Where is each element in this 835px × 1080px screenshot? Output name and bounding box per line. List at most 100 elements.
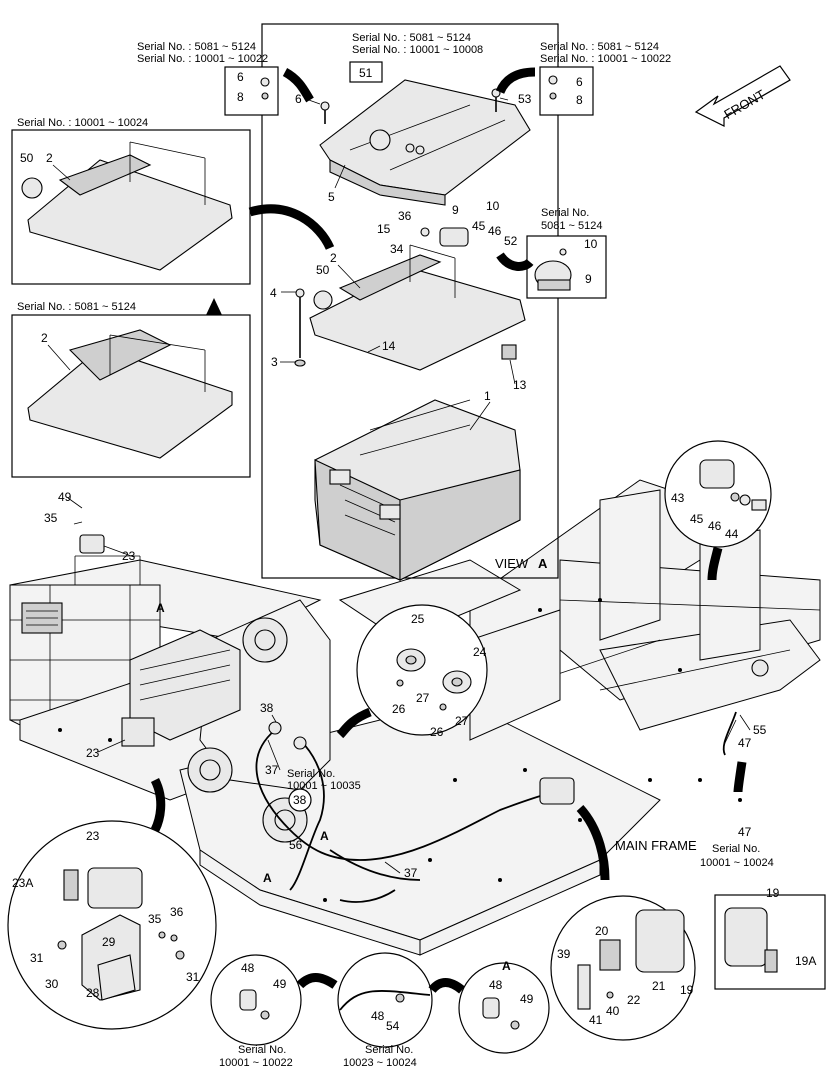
callout-38-lower: 38 (293, 793, 307, 807)
callout-43: 43 (671, 491, 685, 505)
callout-56: 56 (289, 838, 303, 852)
callout-13: 13 (513, 378, 527, 392)
callout-10-view: 10 (486, 199, 500, 213)
callout-38-circle-marker (288, 788, 312, 812)
part-callouts: 1 2 2 2 3 4 5 6 6 6 8 8 9 9 10 10 13 14 … (12, 66, 816, 1033)
callout-48-mid: 48 (371, 1009, 385, 1023)
callout-46-circle: 46 (708, 519, 722, 533)
serial-top-left-1: Serial No. : 5081 ~ 5124 (137, 41, 256, 53)
leader-lines (47, 97, 751, 874)
serial-top-right-2: Serial No. : 10001 ~ 10022 (540, 53, 671, 65)
serial-bracket-upper: Serial No. : 10001 ~ 10024 (17, 117, 148, 129)
callout-49-left: 49 (273, 977, 287, 991)
callout-20: 20 (595, 924, 609, 938)
clamp-circle-right (458, 962, 550, 1054)
callout-44: 44 (725, 527, 739, 541)
callout-3: 3 (271, 355, 278, 369)
washer-tank-box (714, 894, 826, 990)
view-a-panel (261, 23, 559, 581)
callout-a-clamp: A (502, 959, 511, 973)
callout-1: 1 (484, 389, 491, 403)
serial-clamp-mid-1: Serial No. (365, 1044, 413, 1056)
callout-2-lower: 2 (41, 331, 48, 345)
tank-detail-circle (550, 895, 696, 1041)
callout-23-circle: 23 (86, 829, 100, 843)
clamp-circle-mid (337, 952, 433, 1048)
callout-27-b: 27 (455, 714, 469, 728)
serial-clamp-mid-2: 10023 ~ 10024 (343, 1057, 417, 1069)
callout-47-frame: 47 (738, 736, 752, 750)
leader-arcs (150, 67, 747, 994)
callout-6-left: 6 (237, 70, 244, 84)
serial-sensor-2: 10001 ~ 10024 (700, 857, 774, 869)
callout-26-b: 26 (430, 725, 444, 739)
callout-26-a: 26 (392, 702, 406, 716)
serial-top-left-2: Serial No. : 10001 ~ 10022 (137, 53, 268, 65)
horn-detail-circle (356, 604, 488, 736)
view-letter: A (538, 556, 548, 571)
serial-horn-2: 10001 ~ 10035 (287, 780, 361, 792)
callout-39: 39 (557, 947, 571, 961)
callout-24: 24 (473, 645, 487, 659)
view-title: VIEW (495, 556, 529, 571)
callout-36-circle: 36 (170, 905, 184, 919)
callout-52: 52 (504, 234, 518, 248)
callout-35-circle: 35 (148, 912, 162, 926)
callout-31-left: 31 (30, 951, 44, 965)
callout-29: 29 (102, 935, 116, 949)
callout-49-right: 49 (520, 992, 534, 1006)
callout-38-upper: 38 (260, 701, 274, 715)
pointer-triangle-icon (206, 298, 222, 315)
front-arrow-icon (694, 65, 791, 127)
callout-21: 21 (652, 979, 666, 993)
callout-22: 22 (627, 993, 641, 1007)
callout-46-view: 46 (488, 224, 502, 238)
callout-23a: 23A (12, 876, 33, 890)
serial-bracket-lower: Serial No. : 5081 ~ 5124 (17, 301, 136, 313)
callout-2-upper: 2 (46, 151, 53, 165)
part-51-box (349, 61, 383, 83)
callout-53: 53 (518, 92, 532, 106)
callout-9-relay: 9 (585, 272, 592, 286)
callout-55: 55 (753, 723, 767, 737)
callout-51: 51 (359, 66, 373, 80)
lamp-detail-circle (7, 820, 217, 1030)
callout-49-upper: 49 (58, 490, 72, 504)
sensor-detail-circle (664, 440, 772, 548)
callout-41: 41 (589, 1013, 603, 1027)
serial-clamp-left-2: 10001 ~ 10022 (219, 1057, 293, 1069)
serial-relay-2: 5081 ~ 5124 (541, 220, 602, 232)
callout-19-circle: 19 (680, 983, 694, 997)
callout-2-view: 2 (330, 251, 337, 265)
relay-inset (526, 235, 607, 299)
callout-8-right: 8 (576, 93, 583, 107)
work-lamp-upper (79, 534, 105, 554)
callout-6-right: 6 (576, 75, 583, 89)
bracket-inset-upper (11, 129, 251, 285)
callout-14: 14 (382, 339, 396, 353)
callout-8-left: 8 (237, 90, 244, 104)
callout-50-view: 50 (316, 263, 330, 277)
callout-47-inset: 47 (738, 825, 752, 839)
callout-37-upper: 37 (265, 763, 279, 777)
callout-15: 15 (377, 222, 391, 236)
callout-37-lower: 37 (404, 866, 418, 880)
main-frame-label: MAIN FRAME (615, 838, 697, 853)
callout-34: 34 (390, 242, 404, 256)
serial-horn-1: Serial No. (287, 768, 335, 780)
callout-45-view: 45 (472, 219, 486, 233)
top-left-bolt-box (224, 66, 279, 116)
callout-4: 4 (270, 286, 277, 300)
serial-clamp-left-1: Serial No. (238, 1044, 286, 1056)
serial-relay-1: Serial No. (541, 207, 589, 219)
callout-9-view: 9 (452, 203, 459, 217)
callout-35-upper: 35 (44, 511, 58, 525)
callout-50-upper: 50 (20, 151, 34, 165)
callout-19-box: 19 (766, 886, 780, 900)
top-right-bolt-box (539, 66, 594, 116)
serial-top-center-1: Serial No. : 5081 ~ 5124 (352, 32, 471, 44)
clamp-circle-left (210, 954, 302, 1046)
serial-sensor-1: Serial No. (712, 843, 760, 855)
callout-40: 40 (606, 1004, 620, 1018)
